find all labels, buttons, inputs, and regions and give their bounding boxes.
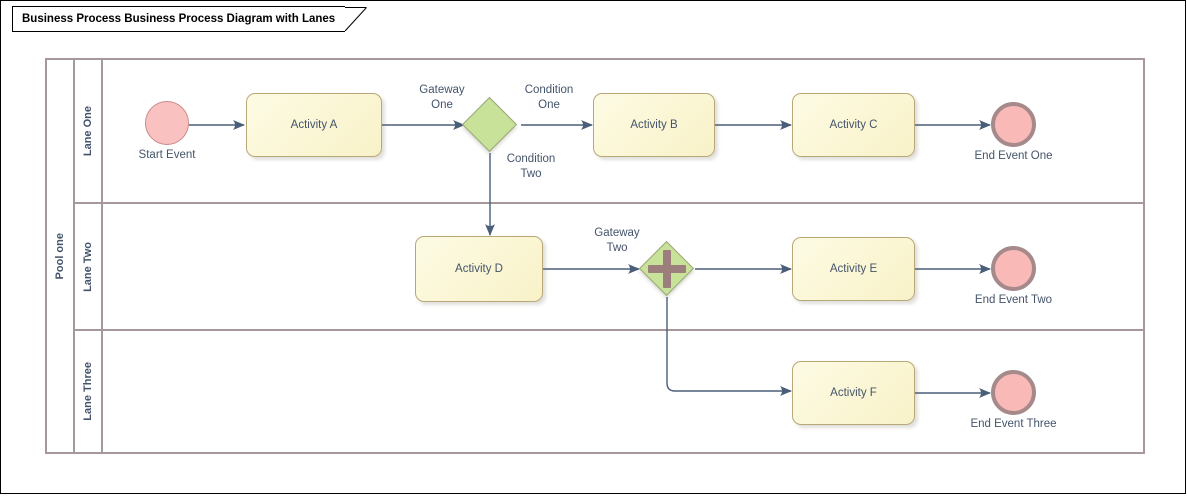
task-activity-e-label: Activity E (829, 263, 878, 275)
lane-one[interactable]: Lane One (75, 60, 1143, 204)
task-activity-d[interactable]: Activity D (415, 236, 543, 302)
condition-two-label: Condition Two (506, 153, 556, 180)
lane-three[interactable]: Lane Three (75, 331, 1143, 452)
pool-label: Pool one (54, 232, 66, 280)
task-activity-b-label: Activity B (630, 119, 678, 131)
lane-two-header[interactable]: Lane Two (75, 204, 103, 329)
lane-two[interactable]: Lane Two (75, 204, 1143, 331)
start-event-circle[interactable] (145, 101, 189, 145)
lane-three-label: Lane Three (82, 362, 94, 421)
task-activity-d-label: Activity D (455, 263, 503, 275)
start-event-node[interactable]: Start Event (139, 101, 195, 161)
end-event-one-node[interactable]: End Event One (975, 102, 1053, 162)
gateway-two[interactable] (638, 240, 695, 297)
title-tab-slant-icon (345, 7, 368, 31)
lane-one-label: Lane One (82, 105, 94, 157)
start-event-label: Start Event (138, 149, 196, 161)
end-event-three-label: End Event Three (970, 418, 1057, 430)
gateway-one-label: Gateway One (419, 84, 465, 111)
gateway-two-label: Gateway Two (594, 227, 640, 254)
page-title: Business Process Business Process Diagra… (22, 13, 336, 25)
task-activity-c-label: Activity C (829, 119, 878, 131)
end-event-two-node[interactable]: End Event Two (975, 246, 1052, 306)
parallel-gateway-plus-icon (640, 242, 694, 296)
end-event-three-circle[interactable] (991, 370, 1036, 415)
diagram-title-tab-body: Business Process Business Process Diagra… (12, 6, 368, 32)
end-event-one-circle[interactable] (991, 102, 1036, 147)
diagram-title-tab: Business Process Business Process Diagra… (12, 6, 368, 32)
lane-three-header[interactable]: Lane Three (75, 331, 103, 452)
condition-one-label: Condition One (524, 84, 574, 111)
task-activity-f[interactable]: Activity F (792, 361, 915, 425)
end-event-three-node[interactable]: End Event Three (970, 370, 1057, 430)
pool-header[interactable]: Pool one (47, 60, 75, 452)
end-event-one-label: End Event One (974, 150, 1053, 162)
end-event-two-circle[interactable] (991, 246, 1036, 291)
task-activity-a-label: Activity A (290, 119, 338, 131)
task-activity-f-label: Activity F (830, 387, 877, 399)
task-activity-e[interactable]: Activity E (792, 237, 915, 301)
task-activity-b[interactable]: Activity B (593, 93, 715, 157)
task-activity-a[interactable]: Activity A (246, 93, 382, 157)
lane-two-label: Lane Two (82, 241, 94, 292)
lane-one-header[interactable]: Lane One (75, 60, 103, 202)
end-event-two-label: End Event Two (974, 294, 1053, 306)
task-activity-c[interactable]: Activity C (792, 93, 915, 157)
